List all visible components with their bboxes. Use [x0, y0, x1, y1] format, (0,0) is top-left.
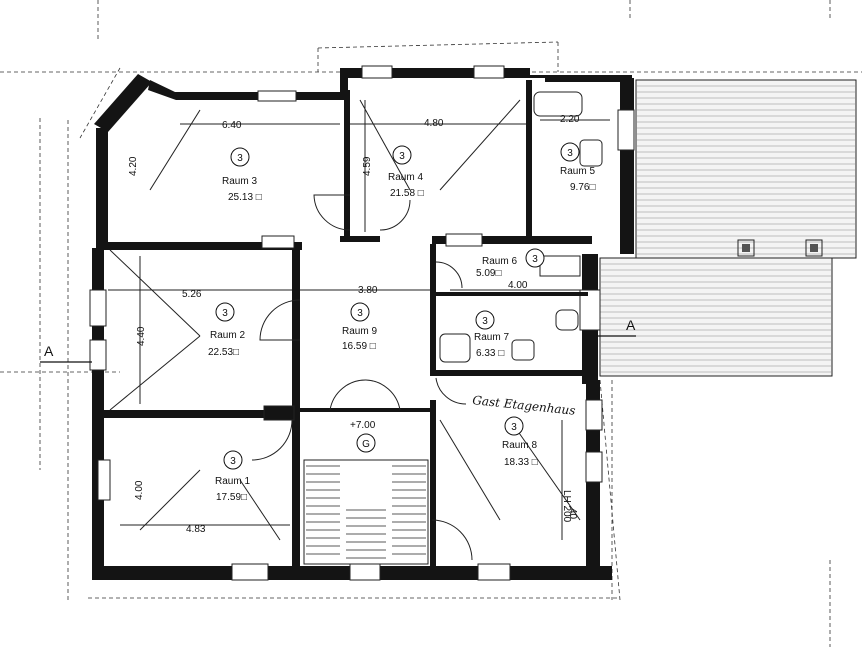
room-code: 3 — [357, 308, 363, 319]
dim-height: 4.59 — [362, 156, 373, 176]
room-code: 3 — [237, 153, 243, 164]
room-diagonals — [109, 99, 581, 541]
interior-walls — [102, 80, 592, 568]
room-area: 22.53□ — [208, 347, 239, 358]
terrace-hatched — [599, 79, 857, 377]
door-swings — [251, 194, 473, 561]
dim-width: 6.40 — [222, 120, 242, 131]
room-name: Raum 4 — [388, 172, 423, 183]
room-code: 3 — [532, 254, 538, 265]
room-raum7: 3 Raum 7 6.33 □ — [474, 310, 509, 359]
room-name: Raum 6 — [482, 256, 517, 267]
room-name: Raum 9 — [342, 326, 377, 337]
room-code: 3 — [222, 308, 228, 319]
room-name: Raum 5 — [560, 166, 595, 177]
dim-extra: 40 — [567, 508, 578, 520]
exterior-walls — [89, 65, 635, 581]
staircase — [303, 459, 429, 565]
stair-level: +7.00 — [350, 420, 376, 431]
room-raum9: 3 Raum 9 16.59 □ 3.80 — [342, 285, 378, 352]
room-name: Raum 3 — [222, 176, 257, 187]
bathroom-fixtures — [439, 91, 603, 363]
room-raum2: 3 Raum 2 22.53□ 5.26 4.40 — [136, 289, 245, 358]
stair-hall: +7.00 G — [350, 420, 376, 453]
room-area: 17.59□ — [216, 492, 247, 503]
dim-height: 4.00 — [134, 480, 145, 500]
handwritten-note: Gast Etagenhaus — [472, 393, 576, 418]
room-raum5: 3 Raum 5 9.76□ 2.20 — [560, 114, 596, 193]
room-raum6: 3 Raum 6 5.09□ 4.00 — [476, 248, 545, 291]
section-mark-left: A — [44, 343, 54, 359]
room-code: 3 — [511, 422, 517, 433]
dim-width: 4.80 — [424, 118, 444, 129]
section-markers: A A — [40, 317, 636, 363]
stair-frame — [303, 459, 429, 565]
room-code: 3 — [567, 148, 573, 159]
room-area: 25.13 □ — [228, 192, 262, 203]
room-area: 21.58 □ — [390, 188, 424, 199]
dim-width: 4.00 — [508, 280, 528, 291]
room-area: 16.59 □ — [342, 341, 376, 352]
dim-width: 5.26 — [182, 289, 202, 300]
room-code: 3 — [399, 151, 405, 162]
room-name: Raum 2 — [210, 330, 245, 341]
section-mark-right: A — [626, 317, 636, 333]
room-area: 5.09□ — [476, 268, 502, 279]
dim-height: 4.20 — [128, 156, 139, 176]
room-raum1: 3 Raum 1 17.59□ 4.83 4.00 — [134, 450, 250, 535]
dimension-lines — [108, 100, 610, 540]
room-code: 3 — [230, 456, 236, 467]
room-area: 9.76□ — [570, 182, 596, 193]
room-area: 18.33 □ — [504, 457, 538, 468]
dim-width: 2.20 — [560, 114, 580, 125]
room-raum3: 3 Raum 3 25.13 □ 6.40 4.20 — [128, 120, 262, 203]
room-name: Raum 1 — [215, 476, 250, 487]
dim-width: 3.80 — [358, 285, 378, 296]
stair-code: G — [362, 439, 370, 450]
room-name: Raum 8 — [502, 440, 537, 451]
room-raum8: 3 Raum 8 18.33 □ LH 200 40 — [502, 416, 578, 523]
dim-height: 4.40 — [136, 326, 147, 346]
room-name: Raum 7 — [474, 332, 509, 343]
room-lh: LH 200 — [561, 490, 572, 523]
room-code: 3 — [482, 316, 488, 327]
room-area: 6.33 □ — [476, 348, 504, 359]
dim-width: 4.83 — [186, 524, 206, 535]
room-raum4: 3 Raum 4 21.58 □ 4.80 4.59 — [362, 118, 444, 199]
